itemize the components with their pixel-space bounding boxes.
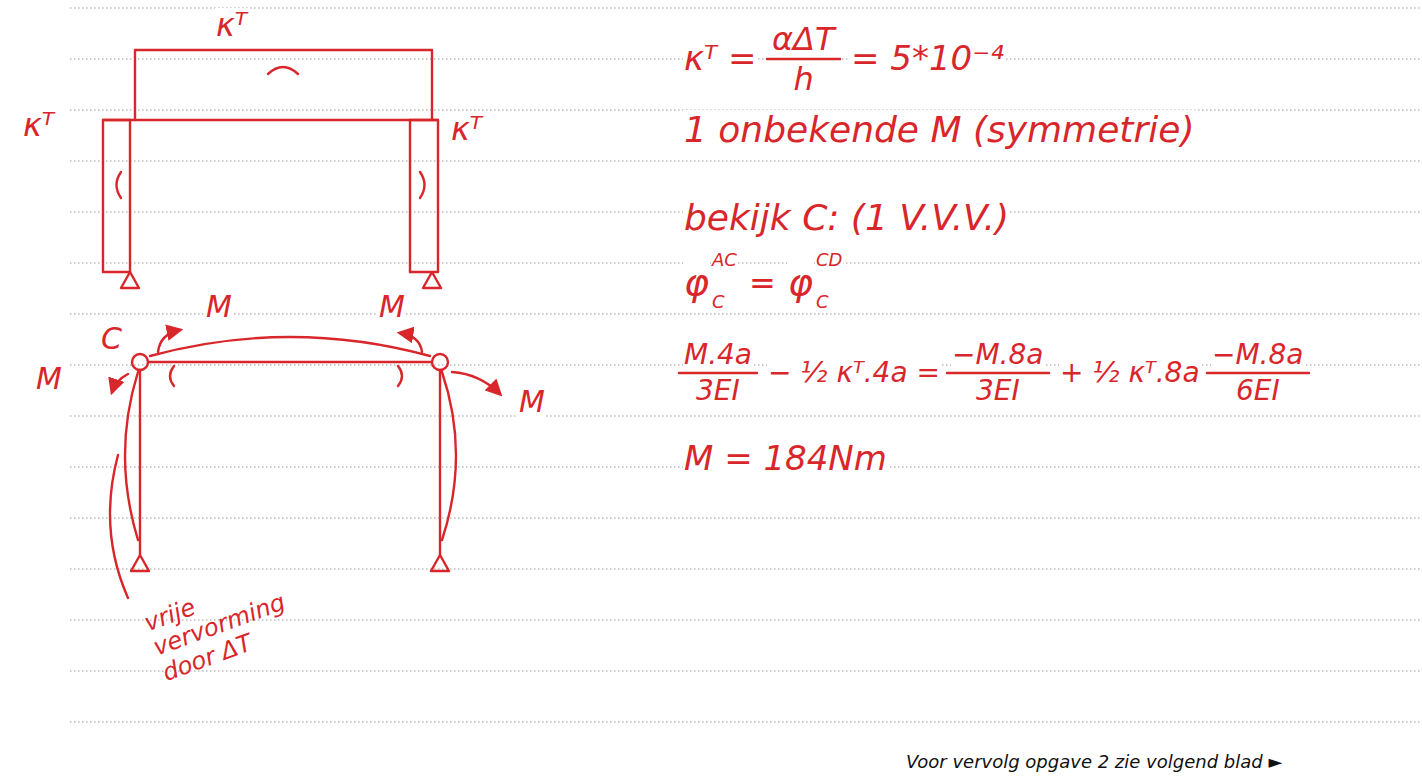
ruled-line (70, 569, 1422, 570)
frame-column (129, 120, 131, 272)
ruled-line (70, 161, 1422, 162)
formula-text: = 5*10⁻⁴ (850, 40, 1005, 77)
curvature-label: κᵀ (22, 108, 55, 143)
deformed-beam (150, 337, 430, 356)
curvature-mark (420, 172, 425, 198)
deformed-column (442, 372, 456, 540)
fraction-numerator: −M.8a (1211, 340, 1305, 371)
curvature-mark (398, 366, 402, 386)
moment-arrow (158, 330, 180, 352)
moment-arrow (400, 333, 422, 352)
superscript: AC (711, 250, 738, 270)
ruled-line (70, 722, 1422, 723)
moment-label: M (378, 290, 406, 323)
frame-column (139, 370, 141, 555)
subscript: C (711, 292, 726, 312)
hinge-support (131, 555, 149, 571)
subscript: C (815, 292, 830, 312)
curvature-mark (117, 172, 122, 198)
moment-label: M (518, 385, 546, 418)
curvature-mark (268, 67, 298, 74)
curvature-mark (170, 366, 174, 386)
superscript: CD (815, 250, 843, 270)
formula-text: + ½ κᵀ.8a (1059, 358, 1201, 389)
curvature-label: κᵀ (450, 112, 483, 147)
fraction-bar (1207, 372, 1309, 374)
ruled-line (70, 314, 1422, 315)
ruled-lines (70, 8, 1422, 722)
fraction-numerator: αΔT (771, 22, 836, 57)
moment-arrow (452, 372, 500, 394)
fraction-numerator: M.4a (683, 340, 753, 371)
formula-text: κᵀ = (683, 40, 757, 77)
leader-line (110, 455, 128, 598)
result-text: M = 184Nm (683, 440, 888, 477)
node-label: C (100, 322, 123, 355)
ruled-line (70, 518, 1422, 519)
fraction-numerator: −M.8a (951, 340, 1045, 371)
ruled-line (70, 671, 1422, 672)
column-curvature-diagram (410, 120, 438, 272)
hinge-node (132, 354, 148, 370)
fraction-denominator: h (793, 62, 815, 97)
hinge-support (121, 272, 139, 288)
fraction-denominator: 6EI (1235, 376, 1281, 407)
fraction-denominator: 3EI (975, 376, 1021, 407)
rotation-symbol: φ (683, 262, 710, 304)
moment-label: M (205, 290, 233, 323)
curvature-label: κᵀ (215, 8, 248, 43)
column-curvature-diagram (103, 120, 130, 272)
formula-text: − ½ κᵀ.4a = (767, 358, 941, 389)
ruled-line (70, 263, 1422, 264)
fraction-bar (767, 58, 840, 60)
formula-text: = (748, 266, 777, 301)
fraction-bar (679, 372, 757, 374)
ruled-line (70, 8, 1422, 9)
hinge-support (423, 272, 441, 288)
frame-column (439, 370, 441, 555)
moment-label: M (35, 362, 63, 395)
deformed-column (125, 372, 138, 540)
annotation-note: vrije vervorming door ΔT (140, 560, 310, 686)
beam-curvature-diagram (135, 50, 432, 120)
frame-beam (148, 361, 432, 363)
moment-arrow (112, 374, 128, 392)
hinge-support (431, 555, 449, 571)
hinge-node (432, 354, 448, 370)
rotation-symbol: φ (787, 262, 814, 304)
note-text: bekijk C: (1 V.V.V.) (683, 198, 1010, 238)
note-text: 1 onbekende M (symmetrie) (683, 110, 1195, 150)
footer-note: Voor vervolg opgave 2 zie volgend blad ► (905, 752, 1283, 772)
fraction-bar (947, 372, 1049, 374)
fraction-denominator: 3EI (695, 376, 741, 407)
ruled-line (70, 416, 1422, 417)
frame-column (409, 120, 411, 272)
frame-beam (103, 119, 438, 121)
